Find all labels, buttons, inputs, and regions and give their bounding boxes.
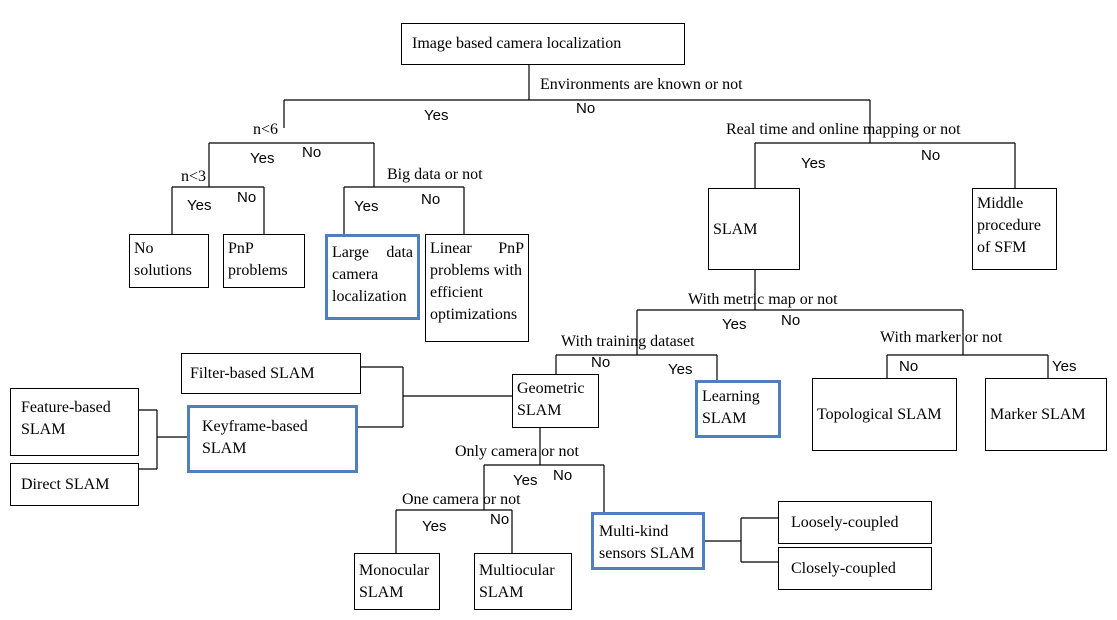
large-data-line3: localization <box>332 288 407 305</box>
a-rt-yes: Yes <box>801 155 826 172</box>
a-rt-no: No <box>921 147 941 164</box>
filter-slam-node: Filter-based SLAM <box>181 353 361 394</box>
large-data-line1: Large data <box>332 242 413 264</box>
loosely-coupled-node: Loosely-coupled <box>778 501 932 544</box>
middle-sfm-node: Middle procedure of SFM <box>972 188 1057 270</box>
q-one-camera: One camera or not <box>402 491 521 508</box>
q-n6: n<6 <box>253 121 279 138</box>
pnp-line2: problems <box>228 262 288 279</box>
a-marker-no: No <box>899 358 919 375</box>
direct-slam-node: Direct SLAM <box>10 463 139 506</box>
topological-slam-label: Topological SLAM <box>817 405 942 423</box>
geometric-slam-line1: Geometric <box>517 380 585 397</box>
keyframe-slam-line1: Keyframe-based <box>202 418 308 435</box>
monocular-slam-node: Monocular SLAM <box>354 553 440 610</box>
multikind-slam-line2: sensors SLAM <box>599 545 695 562</box>
q-only-camera: Only camera or not <box>455 443 579 460</box>
multiocular-slam-node: Multiocular SLAM <box>474 553 572 610</box>
linear-pnp-line1: Linear PnP <box>430 238 524 260</box>
slam-node: SLAM <box>708 188 800 270</box>
a-env-yes: Yes <box>424 107 449 124</box>
loosely-coupled-label: Loosely-coupled <box>791 513 899 531</box>
multikind-slam-line1: Multi-kind <box>599 523 669 540</box>
multiocular-slam-line2: SLAM <box>479 584 524 601</box>
no-solutions-line2: solutions <box>134 262 192 279</box>
a-cam-no: No <box>553 467 573 484</box>
a-one-no: No <box>490 511 510 528</box>
middle-sfm-line3: of SFM <box>977 239 1027 256</box>
large-data-node: Large data camera localization <box>325 234 420 320</box>
a-env-no: No <box>576 100 596 117</box>
keyframe-slam-node: Keyframe-based SLAM <box>187 405 358 473</box>
monocular-slam-line2: SLAM <box>359 584 404 601</box>
feature-slam-node: Feature-based SLAM <box>10 388 139 456</box>
linear-pnp-line2: problems with <box>430 262 522 279</box>
a-marker-yes: Yes <box>1052 358 1077 375</box>
a-n3-yes: Yes <box>187 197 212 214</box>
closely-coupled-label: Closely-coupled <box>791 559 896 577</box>
linear-pnp-line3: efficient <box>430 284 484 301</box>
learning-slam-line1: Learning <box>702 388 760 405</box>
geometric-slam-line2: SLAM <box>517 402 562 419</box>
linear-pnp-node: Linear PnP problems with efficient optimi… <box>425 234 529 342</box>
a-n6-no: No <box>302 144 322 161</box>
linear-pnp-line4: optimizations <box>430 306 518 323</box>
root-label: Image based camera localization <box>412 35 622 52</box>
q-realtime: Real time and online mapping or not <box>726 121 961 138</box>
learning-slam-node: Learning SLAM <box>695 380 781 438</box>
slam-label: SLAM <box>713 221 758 238</box>
keyframe-slam-line2: SLAM <box>202 440 247 457</box>
monocular-slam-line1: Monocular <box>359 562 430 579</box>
q-big-data: Big data or not <box>387 166 483 183</box>
a-metric-yes: Yes <box>722 316 747 333</box>
large-data-line2: camera <box>332 266 379 283</box>
learning-slam-line2: SLAM <box>702 410 747 427</box>
feature-slam-line1: Feature-based <box>21 399 111 416</box>
topological-slam-node: Topological SLAM <box>812 378 957 451</box>
feature-slam-line2: SLAM <box>21 421 66 438</box>
large-data-word2: data <box>386 244 413 261</box>
linear-pnp-word1: Linear <box>430 240 472 257</box>
marker-slam-label: Marker SLAM <box>990 405 1086 423</box>
pnp-node: PnP problems <box>223 234 305 288</box>
q-training: With training dataset <box>561 333 695 350</box>
a-metric-no: No <box>781 312 801 329</box>
middle-sfm-line1: Middle <box>977 195 1024 212</box>
multikind-slam-node: Multi-kind sensors SLAM <box>591 512 705 570</box>
geometric-slam-node: Geometric SLAM <box>512 374 599 428</box>
no-solutions-node: No solutions <box>129 234 209 288</box>
a-cam-yes: Yes <box>513 472 538 489</box>
closely-coupled-node: Closely-coupled <box>778 547 932 590</box>
a-train-yes: Yes <box>668 361 693 378</box>
linear-pnp-word2: PnP <box>498 240 524 257</box>
root-node: Image based camera localization <box>401 23 685 65</box>
middle-sfm-line2: procedure <box>977 217 1041 234</box>
pnp-line1: PnP <box>228 240 254 257</box>
a-big-yes: Yes <box>354 198 379 215</box>
q-marker: With marker or not <box>880 329 1003 346</box>
multiocular-slam-line1: Multiocular <box>479 562 555 579</box>
q-n3: n<3 <box>181 168 207 185</box>
direct-slam-label: Direct SLAM <box>21 475 110 493</box>
a-one-yes: Yes <box>422 518 447 535</box>
no-solutions-line1: No <box>134 240 154 257</box>
marker-slam-node: Marker SLAM <box>985 378 1107 451</box>
a-big-no: No <box>421 191 441 208</box>
a-train-no: No <box>591 354 611 371</box>
a-n3-no: No <box>237 189 257 206</box>
q-metric-map: With metric map or not <box>688 291 838 308</box>
filter-slam-label: Filter-based SLAM <box>190 364 315 382</box>
a-n6-yes: Yes <box>250 150 275 167</box>
q-env-known: Environments are known or not <box>540 76 743 93</box>
large-data-word1: Large <box>332 244 370 261</box>
